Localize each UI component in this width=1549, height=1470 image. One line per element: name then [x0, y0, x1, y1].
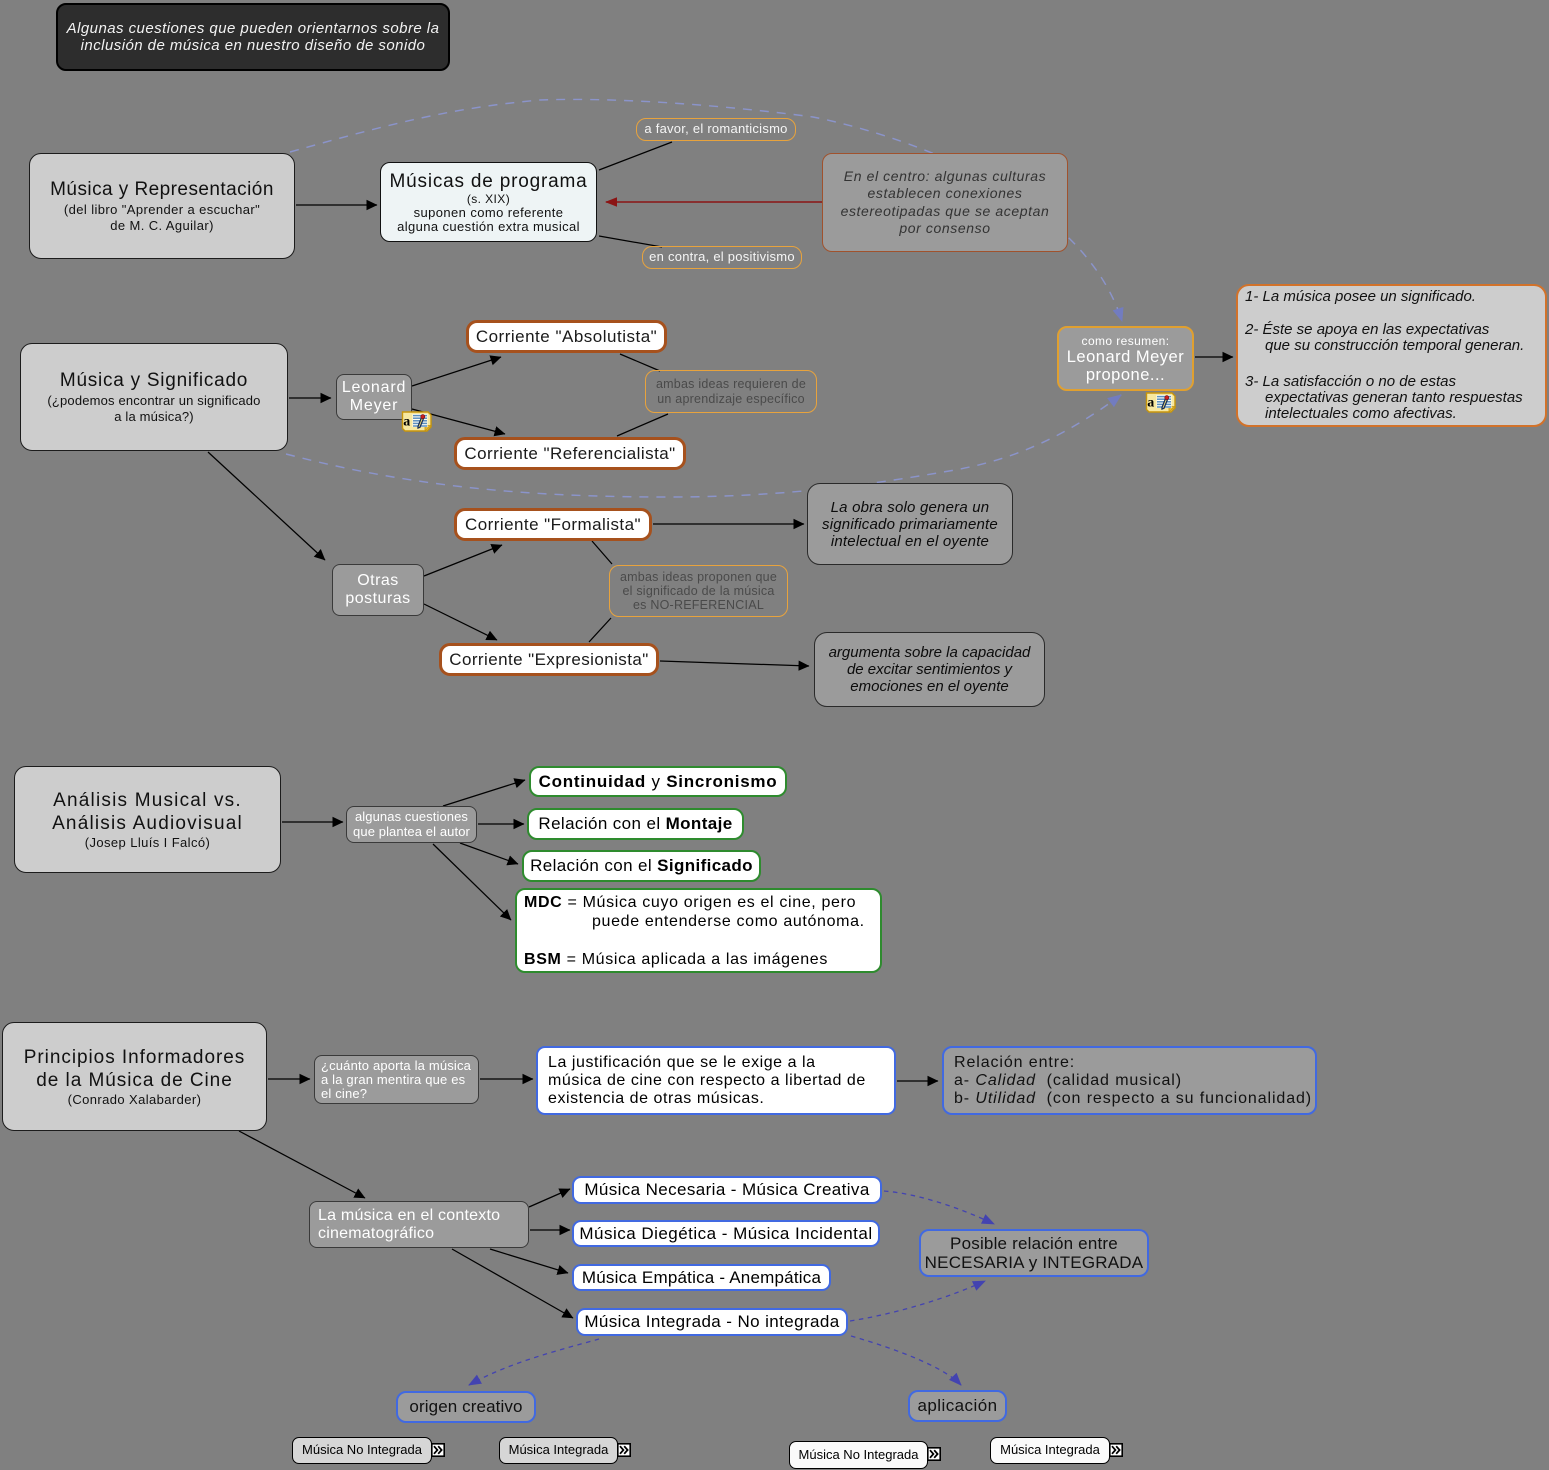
svg-text:a: a — [1147, 396, 1154, 411]
svg-text:a: a — [403, 415, 410, 430]
